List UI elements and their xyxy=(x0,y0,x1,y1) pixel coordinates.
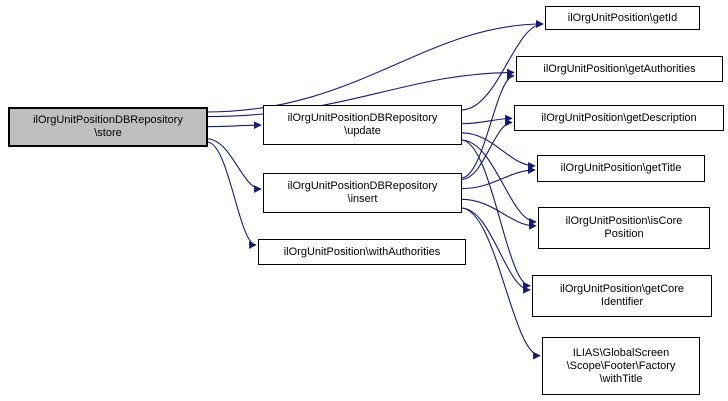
node-label-line: ilOrgUnitPosition\getTitle xyxy=(560,162,682,174)
node-store: ilOrgUnitPositionDBRepository\store xyxy=(8,107,208,147)
node-label-line: Position xyxy=(604,228,644,240)
edge-store-update xyxy=(206,121,262,129)
edge-store-withAuthorities xyxy=(206,141,257,249)
node-label-line: ILIAS\GlobalScreen xyxy=(572,346,670,359)
node-label-line: ilOrgUnitPosition\getDescription xyxy=(541,111,697,124)
node-label-line: \insert xyxy=(347,193,378,205)
edge-insert-getDescription xyxy=(460,118,513,181)
node-label-line: ilOrgUnitPosition\isCore xyxy=(565,215,683,227)
node-label-line: \Scope\Footer\Factory xyxy=(566,359,676,372)
edge-update-getCoreIdentifier xyxy=(460,139,531,290)
edge-insert-isCorePosition xyxy=(460,198,537,230)
node-label-line: \update xyxy=(344,125,381,137)
edge-store-getAuthorities xyxy=(206,68,515,118)
node-getTitle[interactable]: ilOrgUnitPosition\getTitle xyxy=(537,155,705,182)
edge-update-getId xyxy=(460,20,544,111)
edge-insert-getAuthorities xyxy=(460,72,515,179)
node-label-line: ilOrgUnitPosition\getCore xyxy=(559,283,685,295)
node-withAuthorities[interactable]: ilOrgUnitPosition\withAuthorities xyxy=(258,239,466,265)
edge-update-getDescription xyxy=(460,114,513,125)
node-label-line: \store xyxy=(94,127,122,139)
node-label-line: ilOrgUnitPositionDBRepository xyxy=(287,180,438,192)
node-getDescription[interactable]: ilOrgUnitPosition\getDescription xyxy=(514,105,724,131)
node-label-line: ilOrgUnitPosition\getAuthorities xyxy=(543,62,696,75)
edge-store-insert xyxy=(206,138,262,193)
node-withTitle[interactable]: ILIAS\GlobalScreen\Scope\Footer\Factory\… xyxy=(542,337,700,395)
node-insert[interactable]: ilOrgUnitPositionDBRepository\insert xyxy=(263,173,462,213)
node-update[interactable]: ilOrgUnitPositionDBRepository\update xyxy=(263,105,462,145)
node-label-line: ilOrgUnitPosition\getId xyxy=(567,11,678,24)
node-getAuthorities[interactable]: ilOrgUnitPosition\getAuthorities xyxy=(516,56,723,82)
node-label-line: ilOrgUnitPosition\withAuthorities xyxy=(283,245,441,258)
edge-insert-getCoreIdentifier xyxy=(460,207,531,294)
node-label-line: ilOrgUnitPositionDBRepository xyxy=(33,114,183,126)
edge-insert-withTitle xyxy=(460,207,541,360)
node-label-line: \withTitle xyxy=(599,372,643,385)
edge-update-isCorePosition xyxy=(460,139,537,226)
edge-store-getId xyxy=(206,20,544,113)
node-getId[interactable]: ilOrgUnitPosition\getId xyxy=(545,6,700,30)
edge-insert-getTitle xyxy=(460,166,536,190)
edge-update-getTitle xyxy=(460,132,536,170)
node-label-line: Identifier xyxy=(600,296,644,308)
node-label-line: ilOrgUnitPositionDBRepository xyxy=(287,112,438,124)
